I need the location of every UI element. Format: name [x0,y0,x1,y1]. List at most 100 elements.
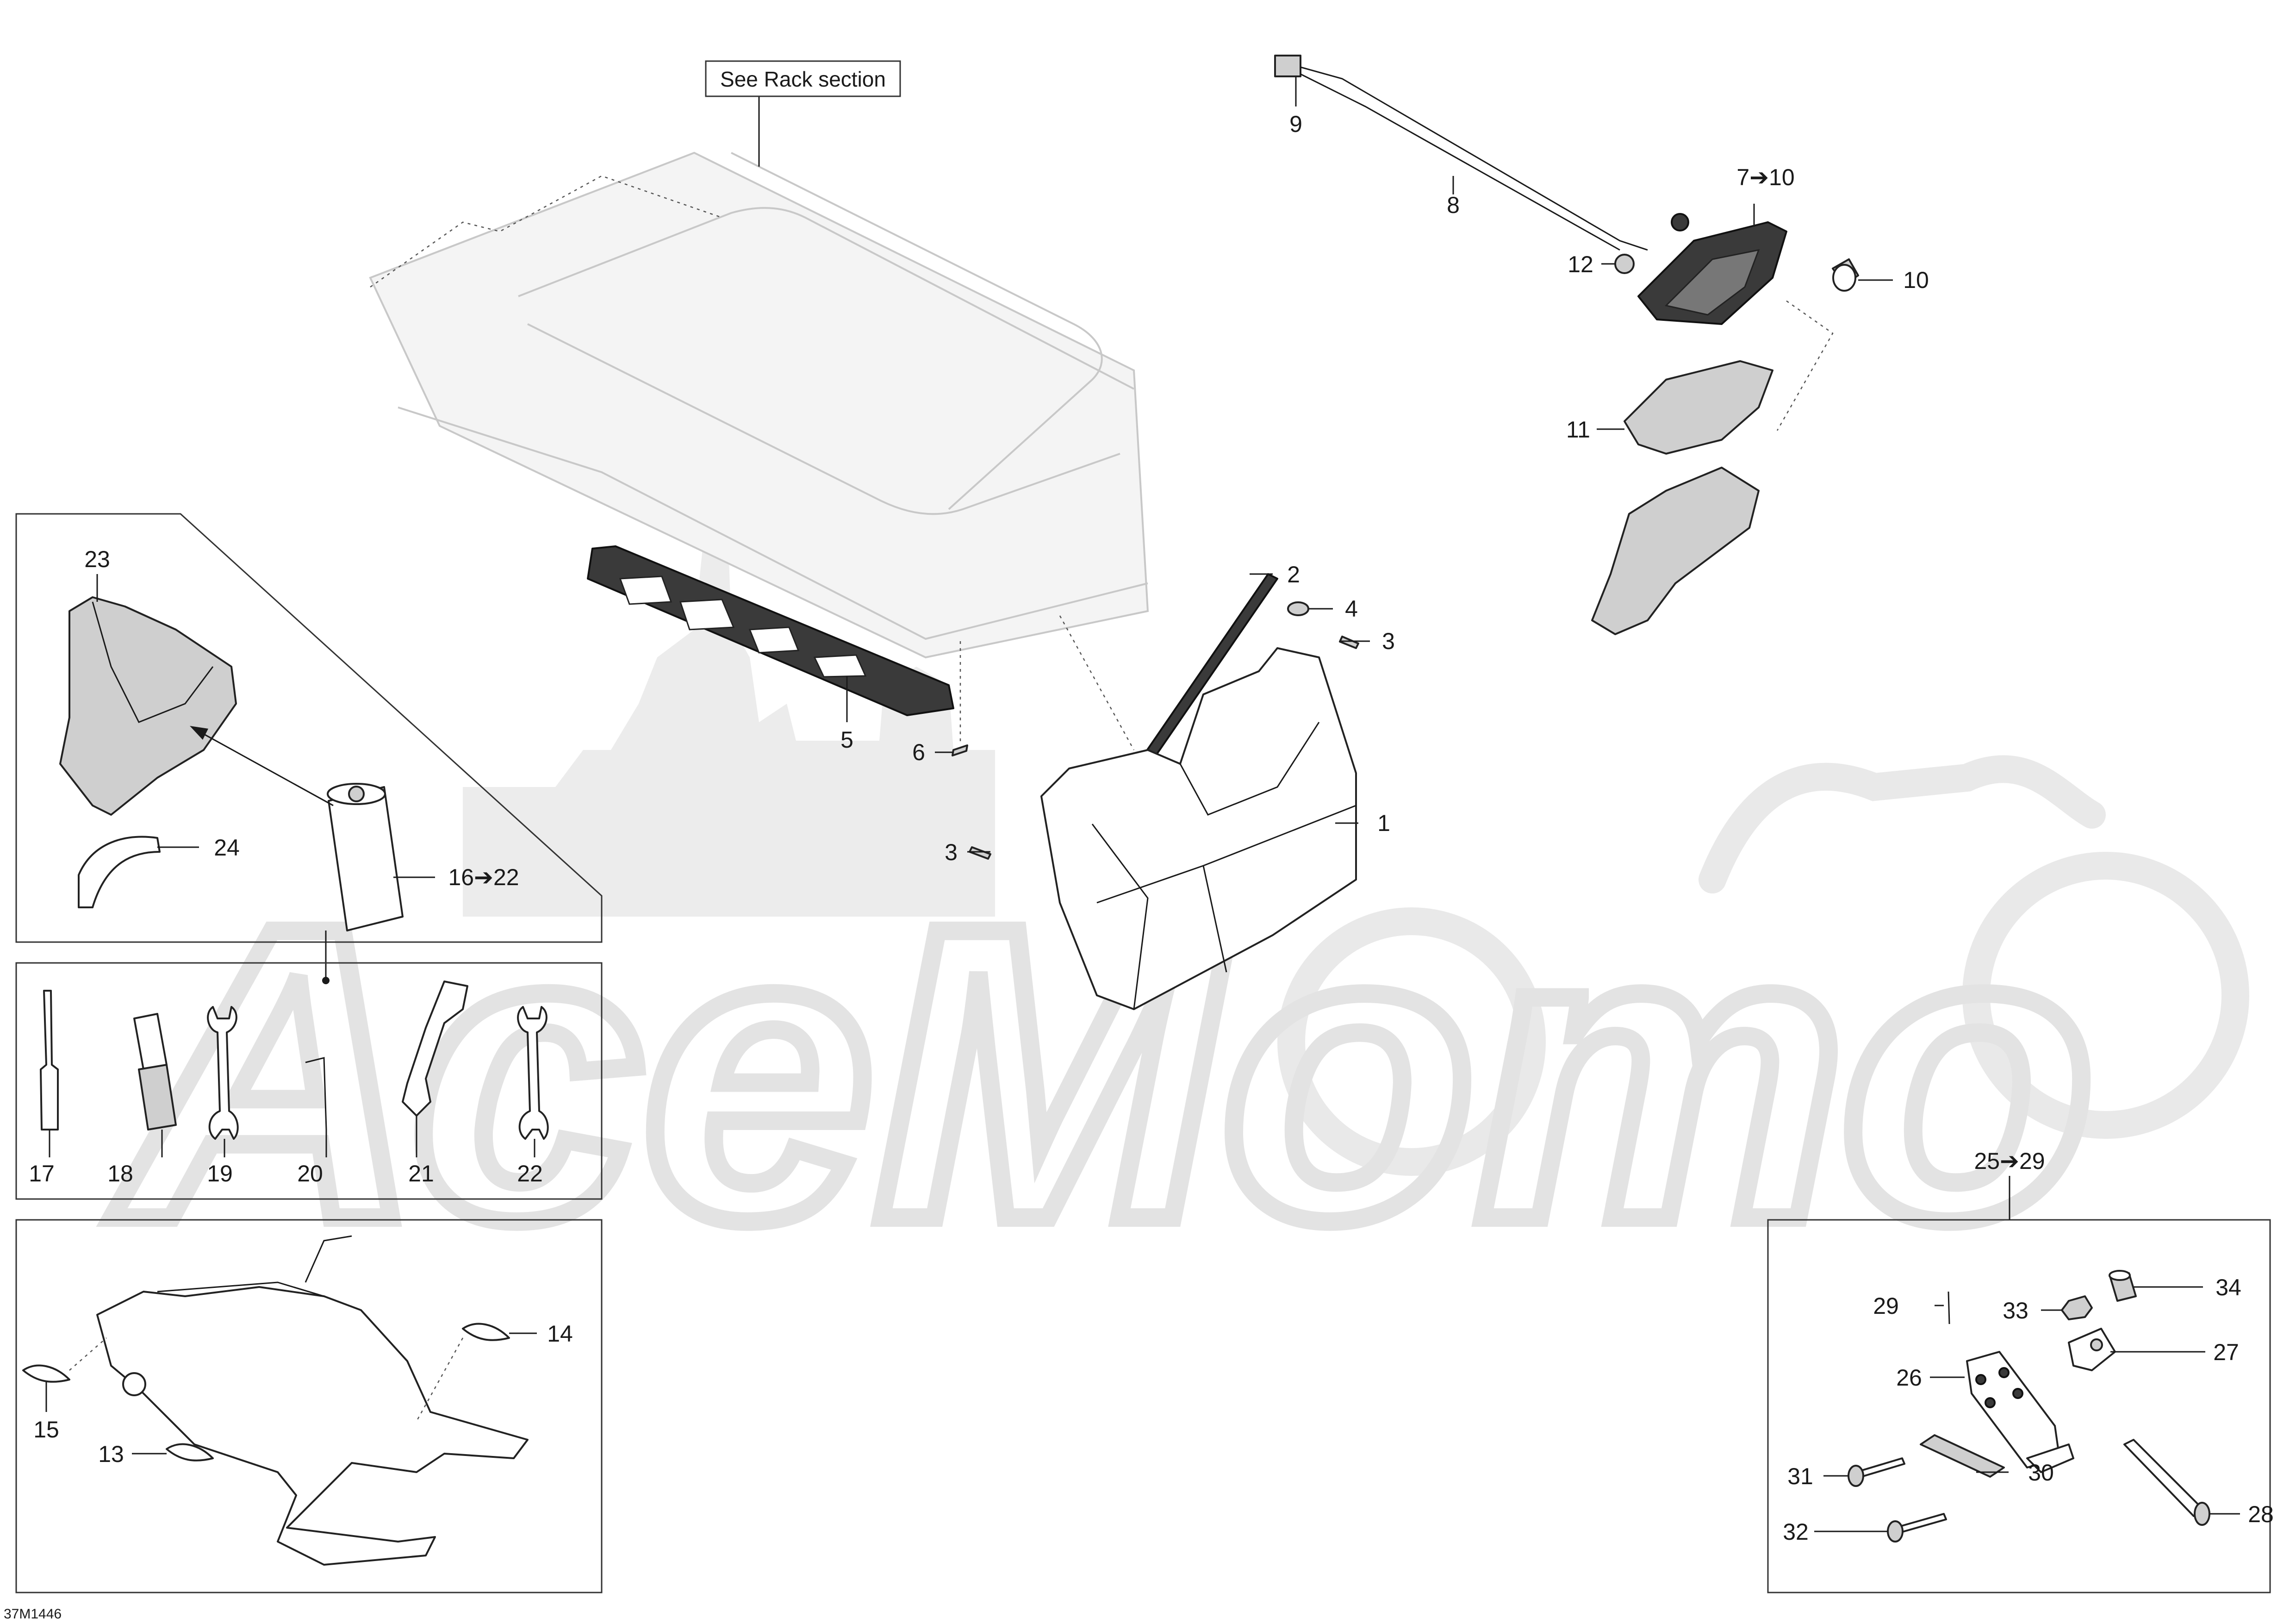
washer-4-icon [1287,601,1309,616]
callout-1: 1 [1377,810,1390,836]
callout-28: 28 [2248,1501,2274,1527]
snowmobile-bogie [122,1372,146,1396]
watermark-motorcycle [1699,755,2106,893]
callout-4: 4 [1345,596,1358,622]
tools-box-outline [15,962,603,1200]
rack-rail-top [731,152,1103,510]
bolt-31-head [1848,1465,1864,1487]
rack-note-box [705,60,901,97]
screw-3-top-icon [1339,636,1359,649]
bolt-32-head [1887,1520,1904,1543]
callout-19: 19 [207,1161,233,1187]
bracket-27-icon [2068,1328,2116,1371]
plate-26-hole-2 [1998,1367,2010,1378]
callout-24: 24 [214,835,240,861]
callout-30: 30 [2028,1460,2054,1486]
wrench-19-icon [207,1006,239,1140]
callouts: 1 2 3 3 4 5 6 7➔10 8 9 10 11 12 13 14 15… [29,111,2274,1545]
toolkit-box-outline [15,513,603,943]
callout-23: 23 [84,546,110,572]
pin-29-icon [1948,1291,1950,1324]
bracket-box-outline [1767,1219,2271,1593]
housing-11-icon [1624,360,1773,455]
watermark-rear-wheel [1277,907,1546,1176]
plate-26-icon [1966,1351,2060,1468]
screwdriver-17-icon [40,990,59,1131]
strap-24-icon [78,836,161,908]
callout-6: 6 [912,739,925,765]
side-panel-cutout-3 [748,626,800,654]
callout-3a: 3 [1382,628,1395,654]
bracket-27-hole [2090,1338,2103,1351]
callout-31: 31 [1787,1463,1813,1489]
callout-34: 34 [2215,1274,2241,1300]
rack-note-text: See Rack section [720,67,886,91]
decal-14-dash [416,1337,464,1422]
decal-14-icon [462,1323,510,1341]
bracket-box [1767,1176,2271,1593]
callout-17: 17 [29,1161,55,1187]
callout-16-22: 16➔22 [448,864,519,890]
plate-26-hole-4 [2012,1388,2023,1399]
callout-9: 9 [1289,111,1302,137]
rack-frame-bottom [398,406,1148,640]
callout-27: 27 [2213,1339,2239,1365]
rack-note: See Rack section [705,60,901,97]
decal-15-icon [22,1364,70,1383]
toolkit-arrowhead-icon [190,726,208,740]
callout-20: 20 [297,1161,323,1187]
socket-18-body [138,1064,177,1131]
callout-14: 14 [547,1321,573,1347]
strip-30-icon [1920,1434,2005,1478]
snowmobile-seat [157,1281,324,1297]
callout-8: 8 [1447,192,1460,218]
grommet-top-icon [1671,213,1689,231]
leader-lines [45,76,2240,1532]
watermark-front-wheel [1962,852,2249,1139]
tool-bag-23-icon [59,596,237,816]
bolt-28-icon [2123,1439,2204,1517]
callout-12: 12 [1568,251,1593,277]
spacer-34-end [2109,1270,2131,1281]
callout-10: 10 [1903,267,1929,293]
toolkit-arrow [199,731,334,806]
taillight-10-face [1665,249,1760,316]
bracket-11-icon [1591,467,1760,635]
callout-18: 18 [107,1161,133,1187]
drawing-code: 37M1446 [4,1606,62,1622]
side-panel-cutout-2 [679,599,735,631]
snowguard-crease-4 [1179,722,1320,816]
toolkit-box [15,513,603,984]
callout-3b: 3 [945,839,958,865]
callout-5: 5 [840,727,853,753]
callout-13: 13 [98,1441,124,1467]
bulb-10-base [1832,264,1856,292]
decal-15-dash [69,1337,107,1371]
rack-deck [369,151,1149,659]
tools-box [15,962,603,1200]
callout-15: 15 [33,1417,59,1443]
decal-box [15,1219,603,1593]
bolt-28-head [2194,1502,2210,1526]
callout-33: 33 [2003,1298,2028,1324]
callout-21: 21 [408,1161,434,1187]
callout-11: 11 [1566,417,1590,443]
callout-25-29: 25➔29 [1974,1148,2045,1174]
callout-22: 22 [517,1161,543,1187]
snowguard-body [1040,647,1357,1010]
harness-8-outer [1300,73,1620,251]
snowguard-crease-2 [1202,865,1227,973]
plate-26-hole-3 [1985,1397,1996,1408]
toolkit-link-dot [322,977,330,984]
plate-26-hole-1 [1975,1374,1986,1385]
hex-key-20-icon [305,1057,327,1130]
callout-7-10: 7➔10 [1736,164,1794,190]
callout-32: 32 [1783,1519,1809,1545]
wrench-22-icon [517,1006,549,1140]
snowmobile-handlebar [305,1235,352,1283]
side-panel-cutout-1 [619,575,672,605]
callout-2: 2 [1287,562,1300,587]
rack-rail-inner [527,323,1120,515]
connector-9-icon [1274,55,1301,77]
